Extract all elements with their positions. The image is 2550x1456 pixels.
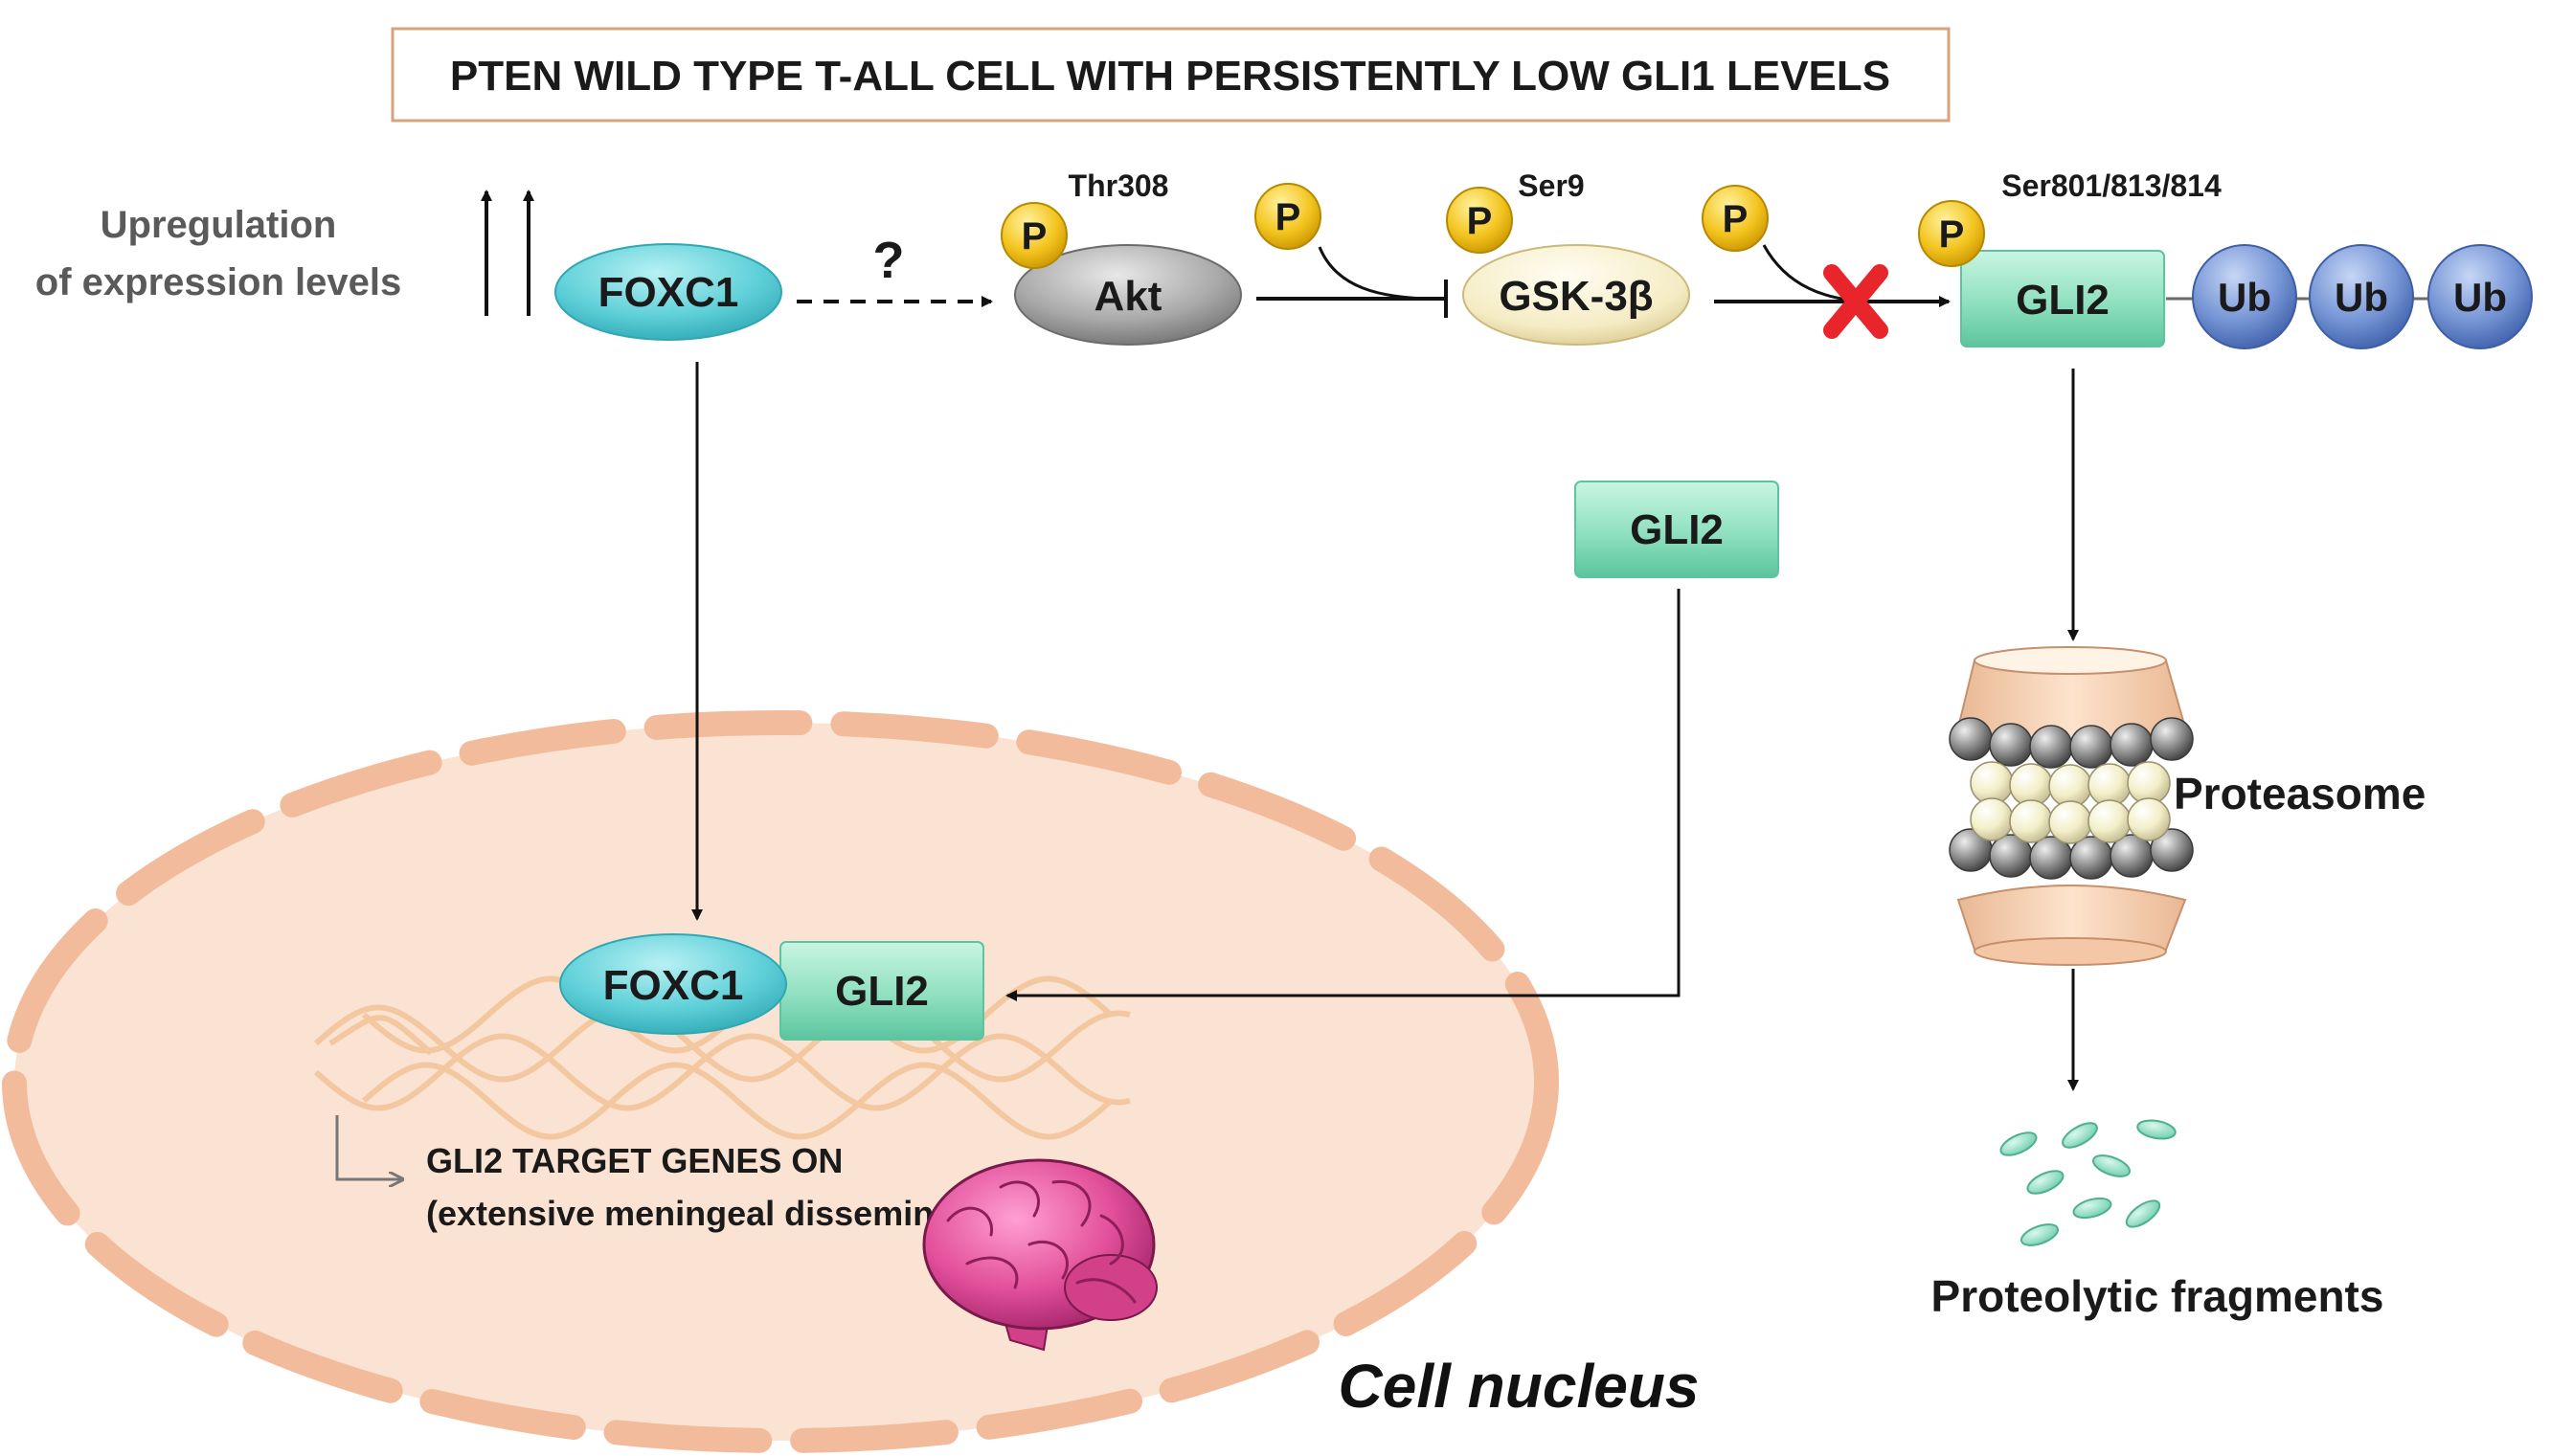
gli2-phospho-icon [1918,200,1985,267]
ub-icon-3 [2427,244,2533,349]
akt-site-label: Thr308 [1069,168,1169,203]
proteolytic-fragments-icon [1999,1119,2177,1246]
target-genes-line1: GLI2 TARGET GENES ON [426,1141,843,1180]
gsk3b-phospho-icon [1446,187,1513,254]
question-mark: ? [873,232,905,289]
foxc1-nucleus-label: FOXC1 [603,962,744,1009]
gli2-mid-node [1574,481,1779,578]
ub-icon-2 [2309,244,2414,349]
foxc1-label: FOXC1 [598,269,739,316]
akt-label: Akt [1094,273,1162,320]
cell-nucleus [2,710,1559,1453]
akt-node [1014,244,1242,346]
page-title: PTEN WILD TYPE T-ALL CELL WITH PERSISTEN… [450,53,1890,100]
gsk3b-label: GSK-3β [1499,273,1653,320]
proteasome-label: Proteasome [2174,769,2426,818]
nucleus-label: Cell nucleus [1339,1352,1700,1421]
ub-label-1: Ub [2218,275,2271,320]
proteasome-icon [1949,646,2194,966]
gli2-phospho-symbol: P [1939,213,1965,256]
phospho-symbol-2: P [1723,198,1749,240]
gli2-site-label: Ser801/813/814 [2001,168,2222,203]
phospho-icon-2 [1702,185,1769,252]
title-box [391,27,1951,123]
gsk3b-phospho-symbol: P [1467,200,1493,242]
transcription-arrow [335,1115,402,1179]
gli2-to-nucleus-arrow [1005,589,1681,1001]
nucleus-envelope [2,710,1559,1453]
foxc1-node [554,243,782,341]
gli2-nucleus-label: GLI2 [835,968,929,1015]
phospho-symbol-1: P [1275,196,1301,238]
gli2-mid-label: GLI2 [1630,506,1724,553]
fragments-label: Proteolytic fragments [1931,1271,2384,1321]
nucleus-body [14,723,1546,1441]
phospho-curve-1 [1318,246,1437,301]
brain-icon [922,1158,1158,1352]
gsk3b-site-label: Ser9 [1518,168,1584,203]
gsk3b-node [1462,244,1690,346]
upregulation-label-line1: Upregulation [101,204,337,246]
gli2-top-label: GLI2 [2016,277,2110,324]
foxc1-nucleus-node [559,933,787,1035]
upregulation-label-line2: of expression levels [35,261,401,303]
ub-label-2: Ub [2335,275,2388,320]
blocked-x-icon [1823,264,1888,339]
akt-phospho-symbol: P [1022,215,1048,258]
ub-icon-1 [2192,244,2297,349]
ub-label-3: Ub [2453,275,2507,320]
akt-phospho-icon [1001,202,1068,269]
gli2-top-node [1960,250,2165,347]
phospho-icon-1 [1254,183,1321,250]
up-arrows-icon [481,190,534,316]
